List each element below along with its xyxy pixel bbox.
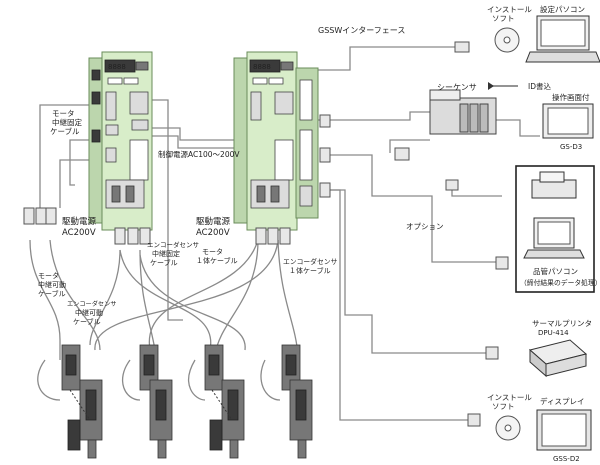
label-gss-d2: GSS-D2 bbox=[553, 455, 580, 463]
cd-disk-bottom bbox=[495, 415, 521, 441]
diagram-labels: GSSWインターフェース インストール ソフト 設定パソコン シーケンサ ID書… bbox=[38, 4, 600, 463]
label-encoder-one-1: エンコーダセンサ bbox=[283, 257, 338, 266]
label-motor-movable-3: ケーブル bbox=[38, 289, 66, 298]
nutrunner-3 bbox=[204, 344, 245, 459]
label-gs-d3: GS-D3 bbox=[560, 143, 582, 151]
label-encoder-movable-2: 中継可動 bbox=[75, 308, 103, 317]
label-install-soft-top-2: ソフト bbox=[492, 14, 515, 23]
label-qc-pc-sub: （締付結果のデータ処理） bbox=[520, 278, 600, 287]
label-motor-fixed-2: 中継固定 bbox=[52, 117, 82, 127]
label-qc-pc: 品管パソコン bbox=[533, 266, 578, 276]
thermal-printer bbox=[528, 339, 588, 378]
label-operation-panel: 操作画面付 bbox=[552, 92, 590, 102]
label-id-write: ID書込 bbox=[528, 81, 551, 91]
label-drive-power-right-2: AC200V bbox=[196, 228, 230, 238]
nutrunner-4 bbox=[281, 344, 313, 459]
label-drive-power-left-1: 駆動電源 bbox=[62, 216, 97, 227]
connector-pc-top bbox=[454, 41, 470, 53]
nutrunner-tools bbox=[61, 344, 313, 459]
label-motor-fixed-1: モータ bbox=[52, 109, 75, 118]
label-encoder-movable-3: ケーブル bbox=[73, 317, 101, 326]
label-encoder-one-2: １体ケーブル bbox=[289, 266, 331, 275]
label-motor-one-2: １体ケーブル bbox=[196, 256, 238, 265]
cable-routing bbox=[29, 46, 540, 421]
setting-laptop bbox=[525, 15, 600, 63]
driver-unit-right: 8888 bbox=[233, 51, 319, 231]
label-gss-interface: GSSWインターフェース bbox=[318, 26, 405, 35]
operation-panel bbox=[542, 103, 594, 139]
driver-led-right: 8888 bbox=[253, 63, 271, 71]
label-drive-power-left-2: AC200V bbox=[62, 228, 96, 238]
label-thermal-printer: サーマルプリンタ bbox=[532, 319, 592, 328]
driver-led-left: 8888 bbox=[108, 63, 126, 71]
label-motor-fixed-3: ケーブル bbox=[50, 126, 80, 136]
label-control-power: 制御電源AC100～200V bbox=[158, 149, 240, 159]
sequencer bbox=[429, 82, 497, 135]
nutrunner-2 bbox=[139, 344, 173, 459]
label-encoder-fixed-1: エンコーダセンサ bbox=[147, 240, 199, 249]
cable-connectors bbox=[23, 41, 509, 427]
label-install-soft-bottom-2: ソフト bbox=[492, 402, 515, 411]
label-printer-model: DPU-414 bbox=[538, 329, 569, 337]
label-motor-movable-2: 中継可動 bbox=[38, 280, 66, 289]
driver-unit-left: 8888 bbox=[88, 51, 153, 231]
label-install-soft-bottom-1: インストール bbox=[487, 393, 532, 402]
label-encoder-fixed-2: 中継固定 bbox=[152, 249, 180, 258]
label-motor-movable-1: モータ bbox=[38, 271, 59, 280]
label-motor-one-1: モータ bbox=[202, 247, 223, 256]
display bbox=[536, 409, 592, 451]
label-install-soft-top-1: インストール bbox=[487, 5, 532, 14]
nutrunner-1 bbox=[61, 344, 103, 459]
qc-box bbox=[515, 165, 595, 293]
label-display: ディスプレイ bbox=[540, 396, 584, 406]
label-encoder-fixed-3: ケーブル bbox=[150, 258, 178, 267]
label-option: オプション bbox=[406, 222, 444, 231]
label-encoder-movable-1: エンコーダセンサ bbox=[67, 300, 117, 308]
label-drive-power-right-1: 駆動電源 bbox=[196, 216, 231, 227]
label-sequencer: シーケンサ bbox=[437, 83, 477, 92]
cd-disk-top bbox=[494, 27, 520, 53]
label-setting-pc: 設定パソコン bbox=[540, 4, 585, 14]
